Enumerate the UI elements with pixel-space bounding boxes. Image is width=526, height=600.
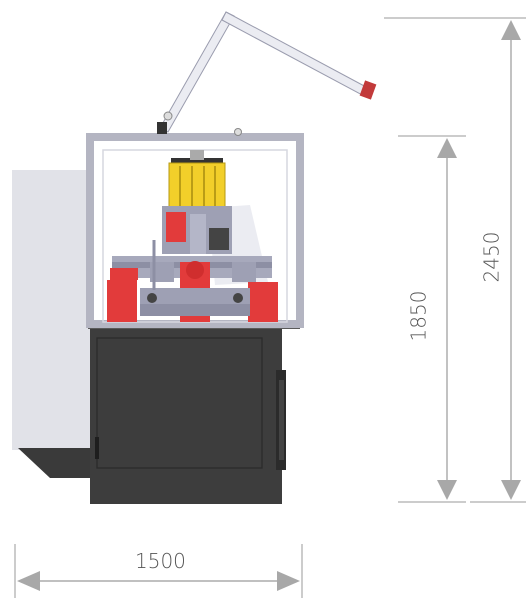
- dimension-height-total: [384, 17, 526, 503]
- boom-arm: [157, 11, 377, 136]
- base-cabinet: [88, 322, 300, 504]
- width-dimension-label: 1500: [135, 549, 186, 573]
- total-height-dimension-label: 2450: [479, 231, 504, 283]
- side-panel: [12, 170, 94, 478]
- dimension-height-cabinet: [398, 135, 466, 503]
- dimension-width: [14, 544, 303, 598]
- machine-assembly: [107, 150, 278, 322]
- cabinet-height-dimension-label: 1850: [406, 290, 431, 342]
